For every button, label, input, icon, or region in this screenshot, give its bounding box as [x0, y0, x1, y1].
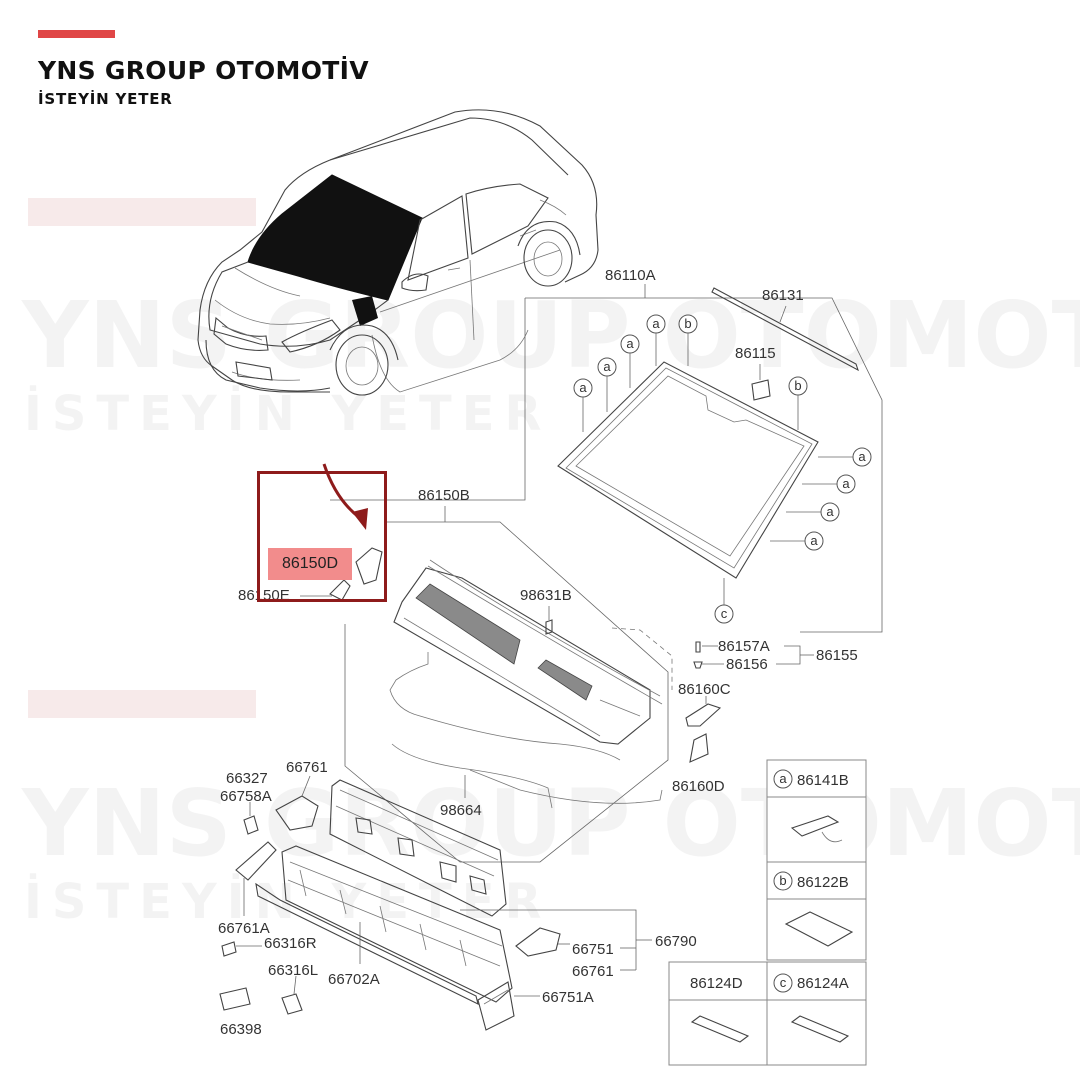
label-86115: 86115 — [735, 345, 776, 362]
label-86110A: 86110A — [605, 267, 656, 284]
label-86156: 86156 — [726, 656, 768, 673]
label-66751A: 66751A — [542, 989, 594, 1006]
callout-a: a — [858, 449, 866, 464]
label-66702A: 66702A — [328, 971, 380, 988]
label-66761A: 66761A — [218, 920, 270, 937]
watermark-bar — [28, 198, 256, 226]
label-98631B: 98631B — [520, 587, 572, 604]
label-86160D: 86160D — [672, 778, 725, 795]
legend-key-c: c — [780, 975, 787, 990]
cowl-top-panel — [393, 559, 663, 745]
label-66327: 66327 — [226, 770, 268, 787]
legend-key-a: a — [779, 771, 787, 786]
callout-c: c — [721, 606, 728, 621]
callout-a: a — [626, 336, 634, 351]
label-66758A: 66758A — [220, 788, 272, 805]
car-illustration — [197, 109, 599, 396]
legend-part-86124D: 86124D — [690, 975, 743, 992]
callout-a: a — [603, 359, 611, 374]
label-66316R: 66316R — [264, 935, 317, 952]
callout-a: a — [652, 316, 660, 331]
callout-a: a — [810, 533, 818, 548]
legend-part-86141B: 86141B — [797, 772, 849, 789]
callout-a: a — [826, 504, 834, 519]
legend-part-86124A: 86124A — [797, 975, 849, 992]
legend-part-86122B: 86122B — [797, 874, 849, 891]
callout-group-windshield: a a a a b b a a a a c — [573, 314, 872, 624]
watermark-bar — [28, 690, 256, 718]
label-66761-top: 66761 — [286, 759, 328, 776]
callout-a: a — [579, 380, 587, 395]
callout-b: b — [794, 378, 801, 393]
highlight-label-86150D: 86150D — [268, 548, 352, 580]
legend-grid: a 86141B b 86122B 86124D c 86124A — [668, 759, 867, 1066]
label-66316L: 66316L — [268, 962, 318, 979]
label-66751: 66751 — [572, 941, 614, 958]
windshield-glass — [557, 361, 819, 579]
label-66761: 66761 — [572, 963, 614, 980]
label-86155: 86155 — [816, 647, 858, 664]
label-98664: 98664 — [440, 802, 482, 819]
brand-title: YNS GROUP OTOMOTİV — [38, 56, 369, 85]
accent-bar — [38, 30, 115, 38]
label-86131: 86131 — [762, 287, 804, 304]
label-66790: 66790 — [655, 933, 697, 950]
label-86157A: 86157A — [718, 638, 770, 655]
lower-cowl-assembly — [255, 779, 513, 1006]
highlight-box — [257, 471, 387, 602]
callout-a: a — [842, 476, 850, 491]
label-86150B: 86150B — [418, 487, 470, 504]
label-66398: 66398 — [220, 1021, 262, 1038]
callout-b: b — [684, 316, 691, 331]
arrow-head-icon — [352, 508, 368, 530]
label-86160C: 86160C — [678, 681, 731, 698]
legend-key-b: b — [779, 873, 786, 888]
brand-subtitle: İSTEYİN YETER — [38, 90, 173, 108]
